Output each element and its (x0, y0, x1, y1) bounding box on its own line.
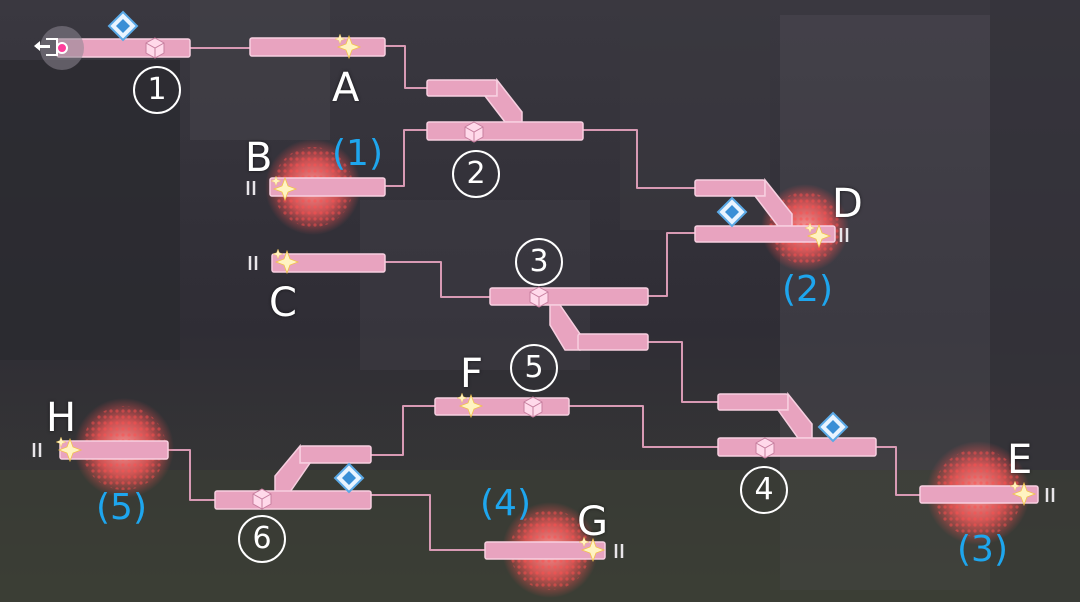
sparkle-icon[interactable] (272, 248, 300, 275)
box-icon[interactable] (755, 437, 775, 459)
track-branch (549, 304, 581, 351)
gate-icon (248, 256, 258, 270)
track-segment-d[interactable] (694, 225, 836, 243)
track-segment[interactable] (694, 179, 766, 197)
gate-icon (32, 443, 42, 457)
track-segment-g[interactable] (484, 541, 606, 560)
goal-label-2: (2) (782, 269, 833, 310)
boxes (145, 37, 775, 510)
node-label-f: F (460, 351, 484, 397)
gate-icon (839, 228, 849, 242)
gate-icon (614, 544, 624, 558)
node-label-a: A (332, 65, 360, 111)
box-icon[interactable] (252, 488, 272, 510)
waypoint-5: 5 (510, 344, 558, 392)
track-segment[interactable] (426, 79, 498, 97)
sparkle-icon[interactable] (1009, 480, 1037, 507)
track-segment[interactable] (489, 287, 649, 306)
waypoint-3: 3 (515, 238, 563, 286)
waypoint-2: 2 (452, 150, 500, 198)
node-label-b: B (245, 135, 273, 181)
gate-icon (246, 181, 256, 195)
box-icon[interactable] (464, 121, 484, 143)
box-icon[interactable] (529, 286, 549, 308)
goal-label-4: (4) (480, 483, 531, 524)
sparkle-icon[interactable] (804, 222, 832, 249)
goal-label-1: (1) (332, 133, 383, 174)
sparkle-icon[interactable] (55, 436, 83, 463)
track-segment-a[interactable] (249, 37, 386, 57)
sparkle-icon[interactable] (270, 175, 298, 202)
sparkle-icon[interactable] (578, 536, 606, 563)
sparkles (55, 33, 1037, 563)
exit-button[interactable] (34, 26, 84, 70)
track-segment[interactable] (214, 490, 372, 510)
track-segment[interactable] (299, 445, 372, 464)
route-connectors (168, 45, 920, 551)
gates (32, 181, 1055, 558)
track-segment[interactable] (717, 393, 789, 411)
sparkle-icon[interactable] (334, 33, 362, 60)
node-label-d: D (832, 181, 863, 227)
track-segment-b[interactable] (269, 177, 386, 197)
box-icon[interactable] (523, 396, 543, 418)
diamond-icon[interactable] (817, 411, 849, 443)
diamond-icon[interactable] (333, 462, 365, 494)
track-segment-f[interactable] (434, 397, 570, 416)
goal-label-3: (3) (957, 529, 1008, 570)
node-label-g: G (577, 499, 608, 545)
waypoint-1: 1 (133, 66, 181, 114)
gate-icon (1045, 488, 1055, 502)
diamonds (107, 10, 849, 494)
node-label-h: H (46, 395, 77, 441)
track-segment[interactable] (577, 333, 649, 351)
current-position-icon (56, 42, 68, 54)
waypoint-6: 6 (238, 515, 286, 563)
track-segment-c[interactable] (271, 253, 386, 273)
exit-arrow-icon (34, 41, 50, 51)
sparkle-icon[interactable] (456, 392, 484, 419)
box-icon[interactable] (145, 37, 165, 59)
track-segment-e[interactable] (919, 485, 1039, 504)
goal-label-5: (5) (96, 487, 147, 528)
diamond-icon[interactable] (716, 196, 748, 228)
diamond-icon[interactable] (107, 10, 139, 42)
node-label-e: E (1007, 437, 1033, 483)
node-label-c: C (269, 280, 297, 326)
track-segment[interactable] (426, 121, 584, 141)
waypoint-4: 4 (740, 466, 788, 514)
track-segment[interactable] (717, 437, 877, 457)
